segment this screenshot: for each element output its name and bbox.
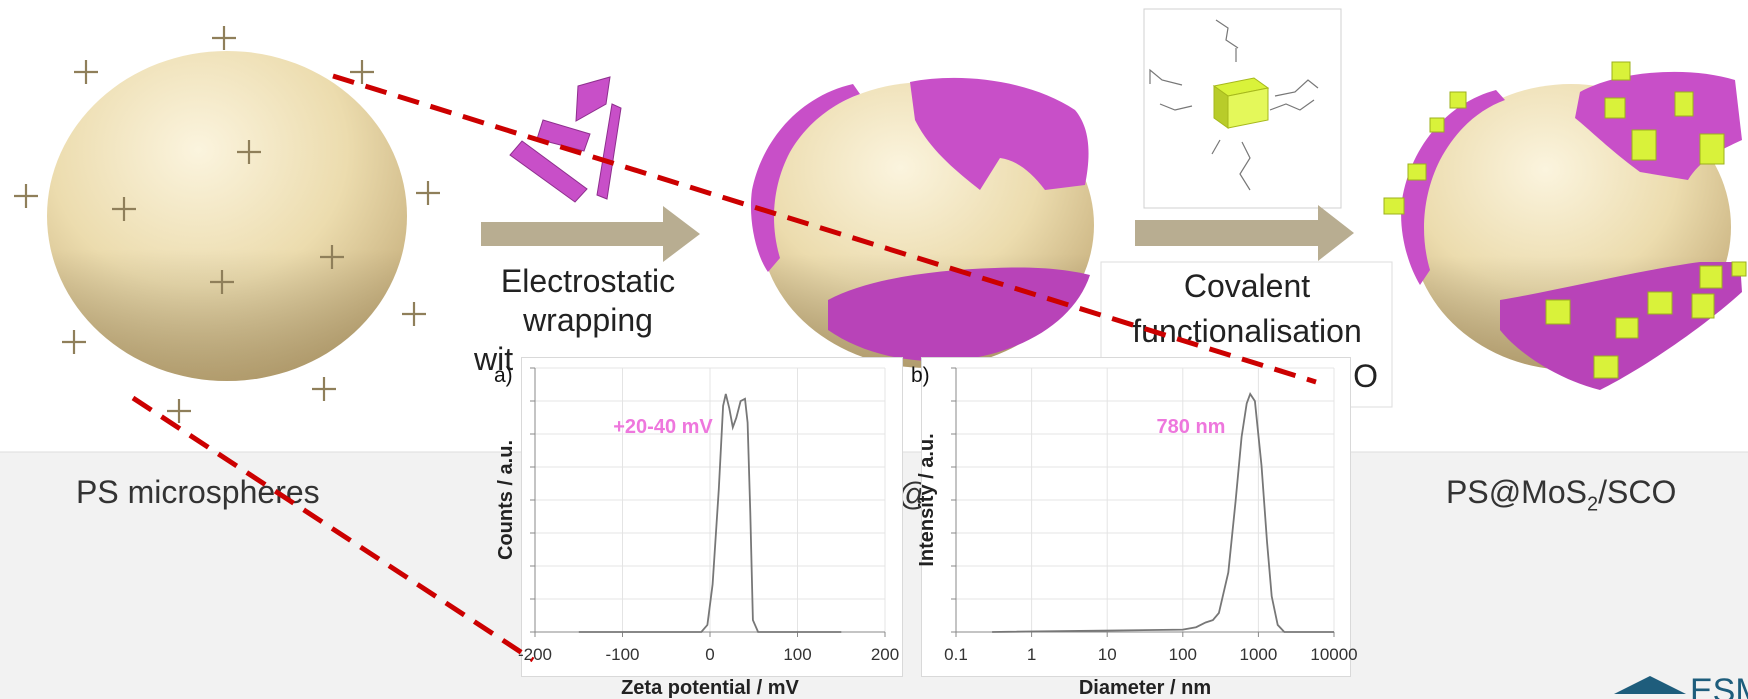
- y-axis-label: Intensity / a.u.: [916, 433, 938, 566]
- process-arrow-1: [481, 206, 700, 262]
- esm-logo: ESM: [1614, 672, 1748, 699]
- ps-mos2-sco-sphere: [1383, 61, 1747, 390]
- caption-prefix: PS@MoS: [1446, 474, 1587, 510]
- logo-text: ESM: [1690, 672, 1748, 699]
- x-tick-label: -200: [518, 645, 552, 664]
- x-tick-label: -100: [605, 645, 639, 664]
- step1-line-2: wrapping: [523, 302, 653, 338]
- process-arrow-2: [1135, 205, 1354, 261]
- zeta-potential-panel: [521, 357, 903, 677]
- panel-label-a: a): [494, 364, 513, 387]
- step2-line-2: functionalisation: [1132, 313, 1362, 349]
- x-tick-label: 100: [783, 645, 811, 664]
- zoom-line-top: [332, 73, 1317, 385]
- zoom-line-bottom: [131, 395, 535, 663]
- positive-charge-icons: [14, 26, 440, 423]
- x-tick-label: 1000: [1239, 645, 1277, 664]
- x-tick-label: 0: [705, 645, 714, 664]
- caption-ps-mos2-sco: PS@MoS2/SCO: [1446, 474, 1676, 516]
- step2-label: Covalent functionalisation O: [1102, 264, 1392, 399]
- x-axis-label: Zeta potential / mV: [621, 677, 799, 699]
- panel-label-b: b): [911, 364, 930, 387]
- caption-subscript: 2: [1586, 493, 1599, 516]
- x-tick-label: 10: [1098, 645, 1117, 664]
- step1-label: Electrostatic wrapping wit: [474, 262, 698, 379]
- ps-mos2-sphere: [750, 77, 1094, 368]
- size-distribution-panel: [921, 357, 1351, 677]
- sco-molecule-inset: [1143, 8, 1342, 209]
- step2-line-3: O: [1353, 358, 1378, 394]
- x-tick-label: 100: [1169, 645, 1197, 664]
- x-tick-label: 0.1: [944, 645, 968, 664]
- x-tick-label: 1: [1027, 645, 1036, 664]
- x-tick-label: 200: [871, 645, 899, 664]
- mos2-sheets-icon: [509, 76, 622, 203]
- series-line: [578, 393, 842, 633]
- series-line: [992, 392, 1334, 633]
- ps-microsphere: [47, 51, 407, 381]
- peak-annotation: 780 nm: [1157, 416, 1226, 438]
- step1-line-3: wit: [474, 341, 514, 377]
- x-axis-label: Diameter / nm: [1079, 677, 1211, 699]
- y-axis-label: Counts / a.u.: [495, 440, 517, 560]
- caption-suffix: /SCO: [1598, 474, 1677, 510]
- x-tick-label: 10000: [1310, 645, 1357, 664]
- peak-annotation: +20-40 mV: [613, 416, 713, 438]
- step2-line-1: Covalent: [1183, 268, 1311, 304]
- step1-line-1: Electrostatic: [500, 263, 676, 299]
